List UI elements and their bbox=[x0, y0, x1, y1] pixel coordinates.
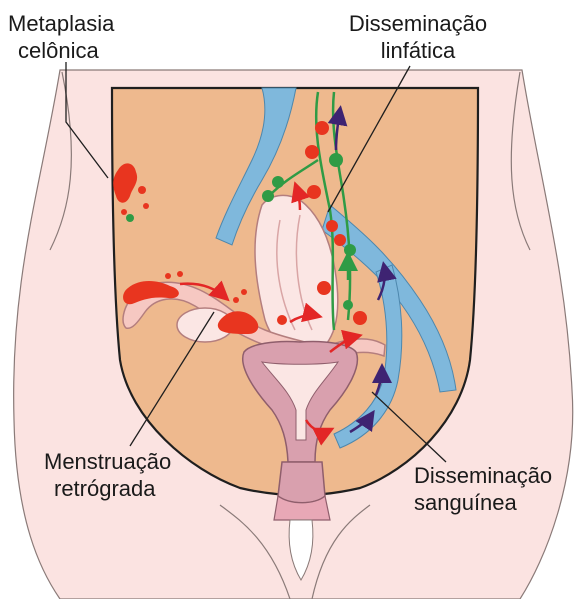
lymph-node bbox=[329, 153, 343, 167]
lesion-dot bbox=[305, 145, 319, 159]
label-lymphatic-dissemination: Disseminação linfática bbox=[338, 10, 498, 64]
lesion-dot bbox=[317, 281, 331, 295]
cervix bbox=[278, 462, 325, 503]
label-line: Metaplasia bbox=[8, 10, 114, 37]
lesion-dot bbox=[334, 234, 346, 246]
lesion-dot bbox=[353, 311, 367, 325]
label-hematogenous-dissemination: Disseminação sanguínea bbox=[414, 462, 552, 516]
label-line: Disseminação bbox=[414, 462, 552, 489]
lymph-node bbox=[262, 190, 274, 202]
lesion-dot bbox=[326, 220, 338, 232]
lesion-dot bbox=[177, 271, 183, 277]
lesion-dot bbox=[138, 186, 146, 194]
lymph-node bbox=[343, 300, 353, 310]
lesion-dot bbox=[277, 315, 287, 325]
lesion-dot bbox=[121, 209, 127, 215]
label-coelomic-metaplasia: Metaplasia celônica bbox=[8, 10, 114, 64]
lesion-dot bbox=[165, 273, 171, 279]
lesion-dot bbox=[233, 297, 239, 303]
lesion-dot bbox=[315, 121, 329, 135]
lesion-dot bbox=[241, 289, 247, 295]
lesion-dot bbox=[143, 203, 149, 209]
lesion-dot bbox=[307, 185, 321, 199]
label-line: celônica bbox=[8, 37, 114, 64]
lymph-node bbox=[126, 214, 134, 222]
lymph-node bbox=[344, 244, 356, 256]
lymph-node bbox=[272, 176, 284, 188]
label-line: linfática bbox=[338, 37, 498, 64]
label-retrograde-menstruation: Menstruação retrógrada bbox=[44, 448, 171, 502]
label-line: Disseminação bbox=[338, 10, 498, 37]
label-line: retrógrada bbox=[44, 475, 171, 502]
label-line: sanguínea bbox=[414, 489, 552, 516]
label-line: Menstruação bbox=[44, 448, 171, 475]
